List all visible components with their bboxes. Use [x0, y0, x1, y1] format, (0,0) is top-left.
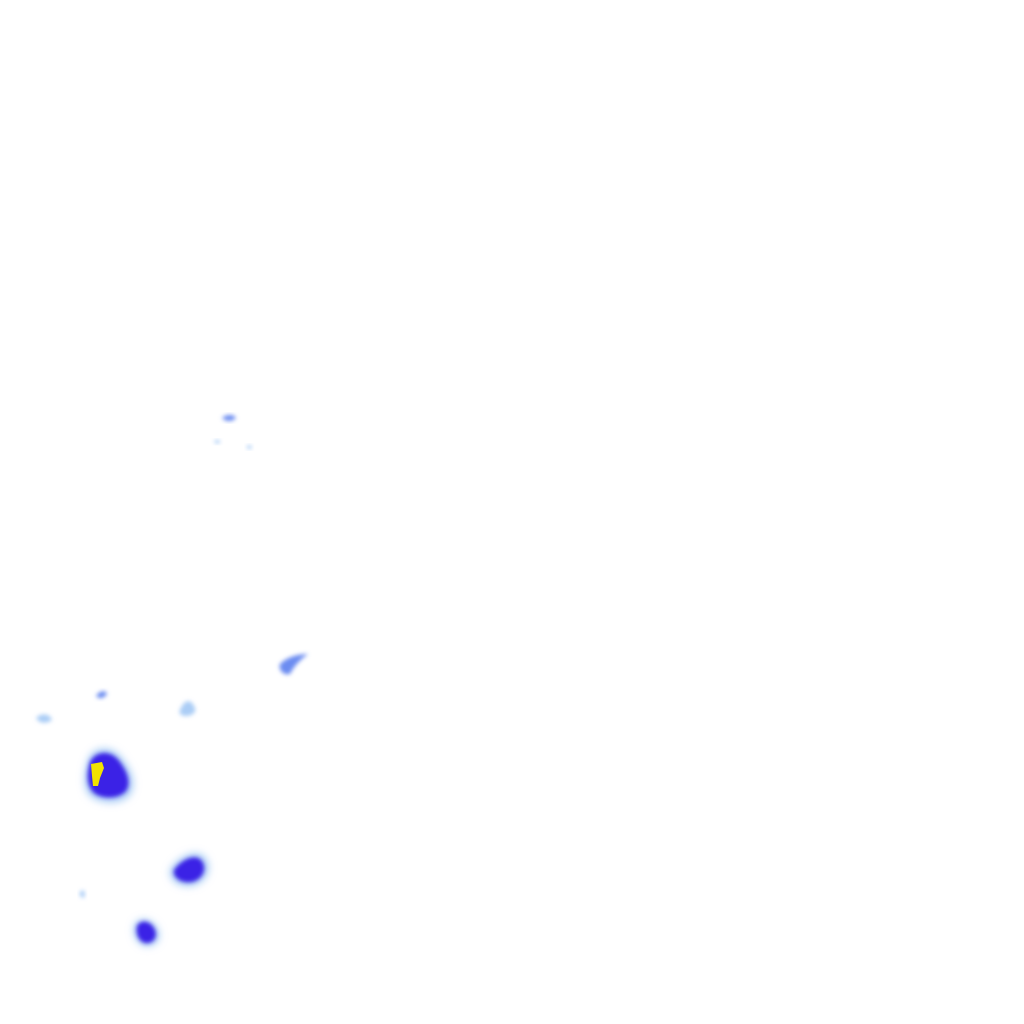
- echo-body: [136, 921, 156, 944]
- echo-body: [173, 857, 205, 883]
- echo-core: [91, 762, 104, 786]
- echo-fleck: [79, 890, 85, 898]
- echo-cell-south: [133, 919, 160, 947]
- echo-cell-south-center: [169, 853, 209, 887]
- echo-cell-north: [214, 415, 252, 449]
- echo-body: [222, 415, 236, 421]
- echo-cell-center: [36, 654, 308, 898]
- echo-fleck: [179, 701, 196, 716]
- echo-fleck: [214, 439, 221, 444]
- echo-fleck: [96, 691, 107, 699]
- echo-fleck: [246, 445, 252, 449]
- echo-body: [279, 654, 308, 675]
- echo-fleck: [36, 714, 52, 723]
- echo-cell-west: [84, 748, 134, 803]
